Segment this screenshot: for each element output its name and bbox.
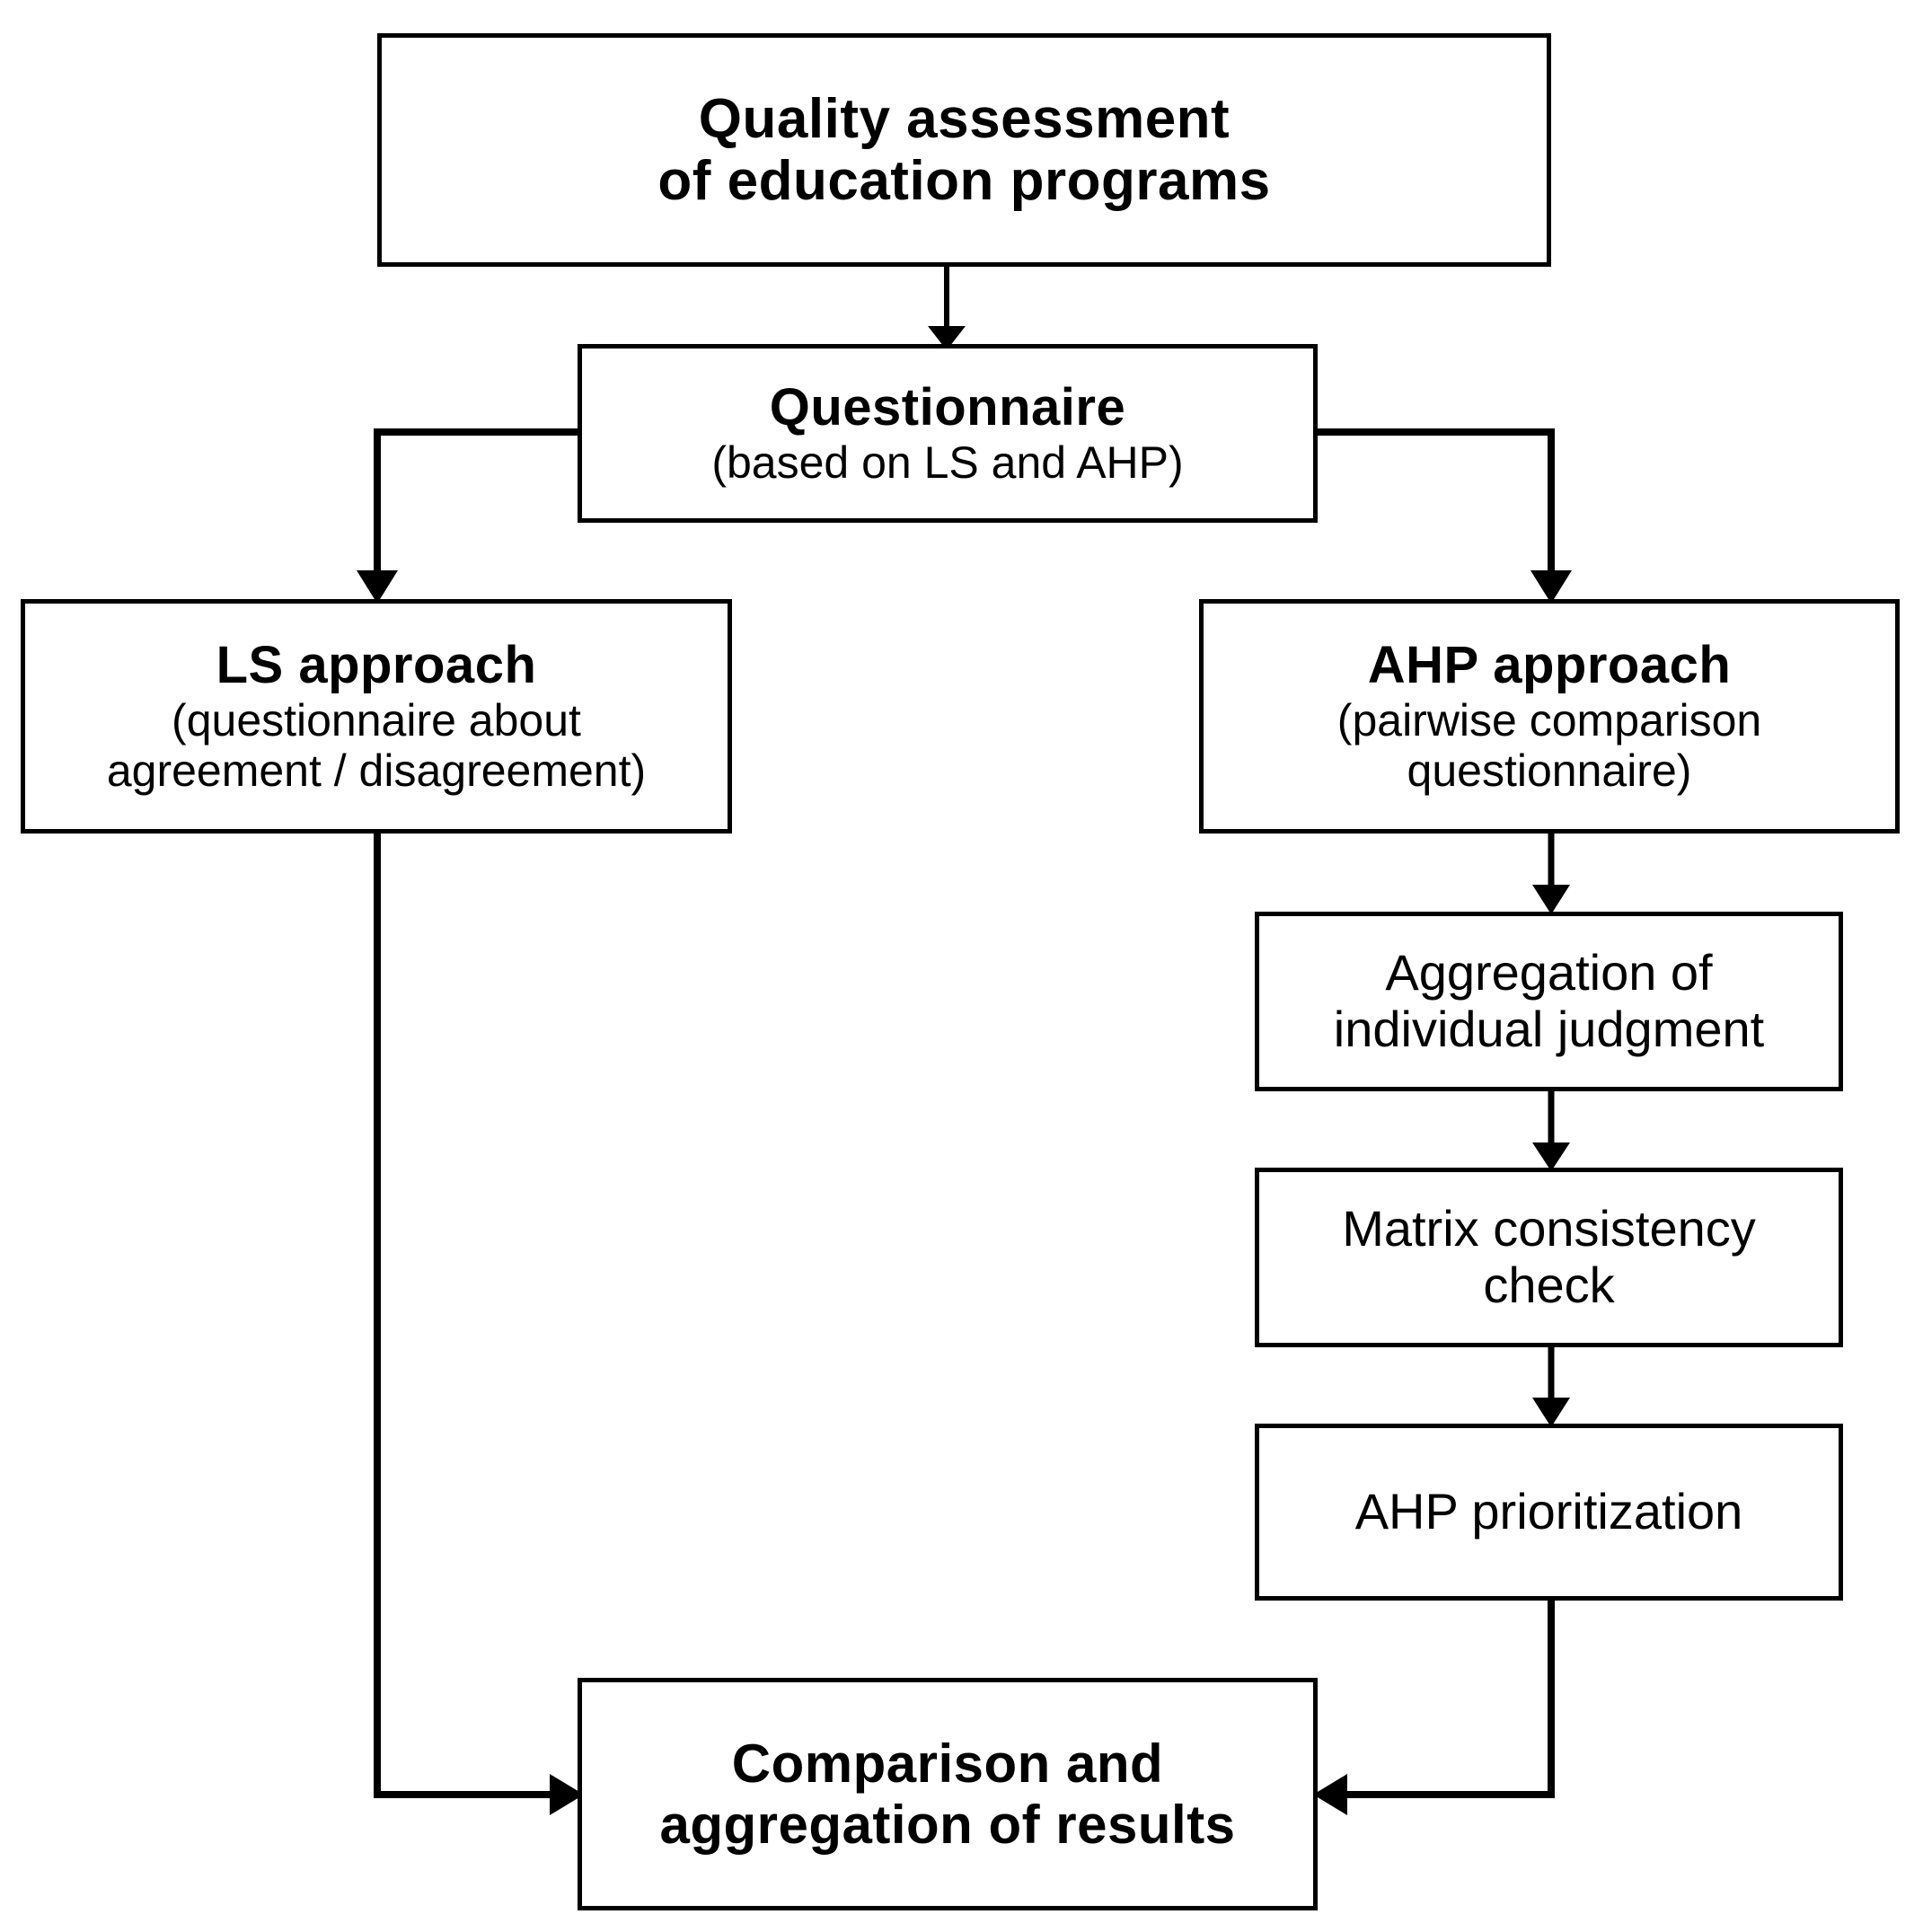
node-matrix-consistency-check-label: Matrix consistency check	[1342, 1200, 1756, 1313]
edge-questionnaire-to-ahp	[1318, 428, 1572, 604]
node-ls-approach-title: LS approach	[216, 636, 537, 695]
node-ahp-approach: AHP approach (pairwise comparison questi…	[1199, 599, 1900, 834]
node-aggregation-of-individual-judgment: Aggregation of individual judgment	[1255, 912, 1843, 1091]
node-matrix-consistency-check: Matrix consistency check	[1255, 1168, 1843, 1347]
node-ls-approach: LS approach (questionnaire about agreeme…	[21, 599, 732, 834]
node-comparison-and-aggregation: Comparison and aggregation of results	[578, 1678, 1318, 1910]
node-questionnaire: Questionnaire (based on LS and AHP)	[578, 344, 1318, 523]
edge-root-to-questionnaire	[928, 267, 966, 350]
node-questionnaire-subtitle: (based on LS and AHP)	[711, 437, 1184, 488]
node-ahp-approach-title: AHP approach	[1367, 636, 1732, 695]
node-ahp-prioritization: AHP prioritization	[1255, 1424, 1843, 1601]
edge-prioritization-to-comparison	[1313, 1601, 1555, 1815]
edge-aggregation-to-matrix-check	[1532, 1091, 1570, 1171]
node-ahp-approach-subtitle: (pairwise comparison questionnaire)	[1336, 694, 1762, 796]
node-aggregation-label: Aggregation of individual judgment	[1333, 944, 1765, 1057]
edge-matrix-check-to-prioritization	[1532, 1347, 1570, 1427]
edge-questionnaire-to-ls	[357, 428, 578, 604]
node-ahp-prioritization-label: AHP prioritization	[1354, 1483, 1743, 1540]
edge-ahp-to-aggregation	[1532, 834, 1570, 914]
node-questionnaire-title: Questionnaire	[769, 378, 1126, 437]
node-ls-approach-subtitle: (questionnaire about agreement / disagre…	[106, 694, 647, 796]
edge-ls-to-comparison	[374, 834, 584, 1815]
node-quality-assessment: Quality assessment of education programs	[377, 33, 1551, 267]
node-quality-assessment-title: Quality assessment of education programs	[657, 87, 1271, 212]
node-comparison-and-aggregation-title: Comparison and aggregation of results	[659, 1734, 1236, 1855]
